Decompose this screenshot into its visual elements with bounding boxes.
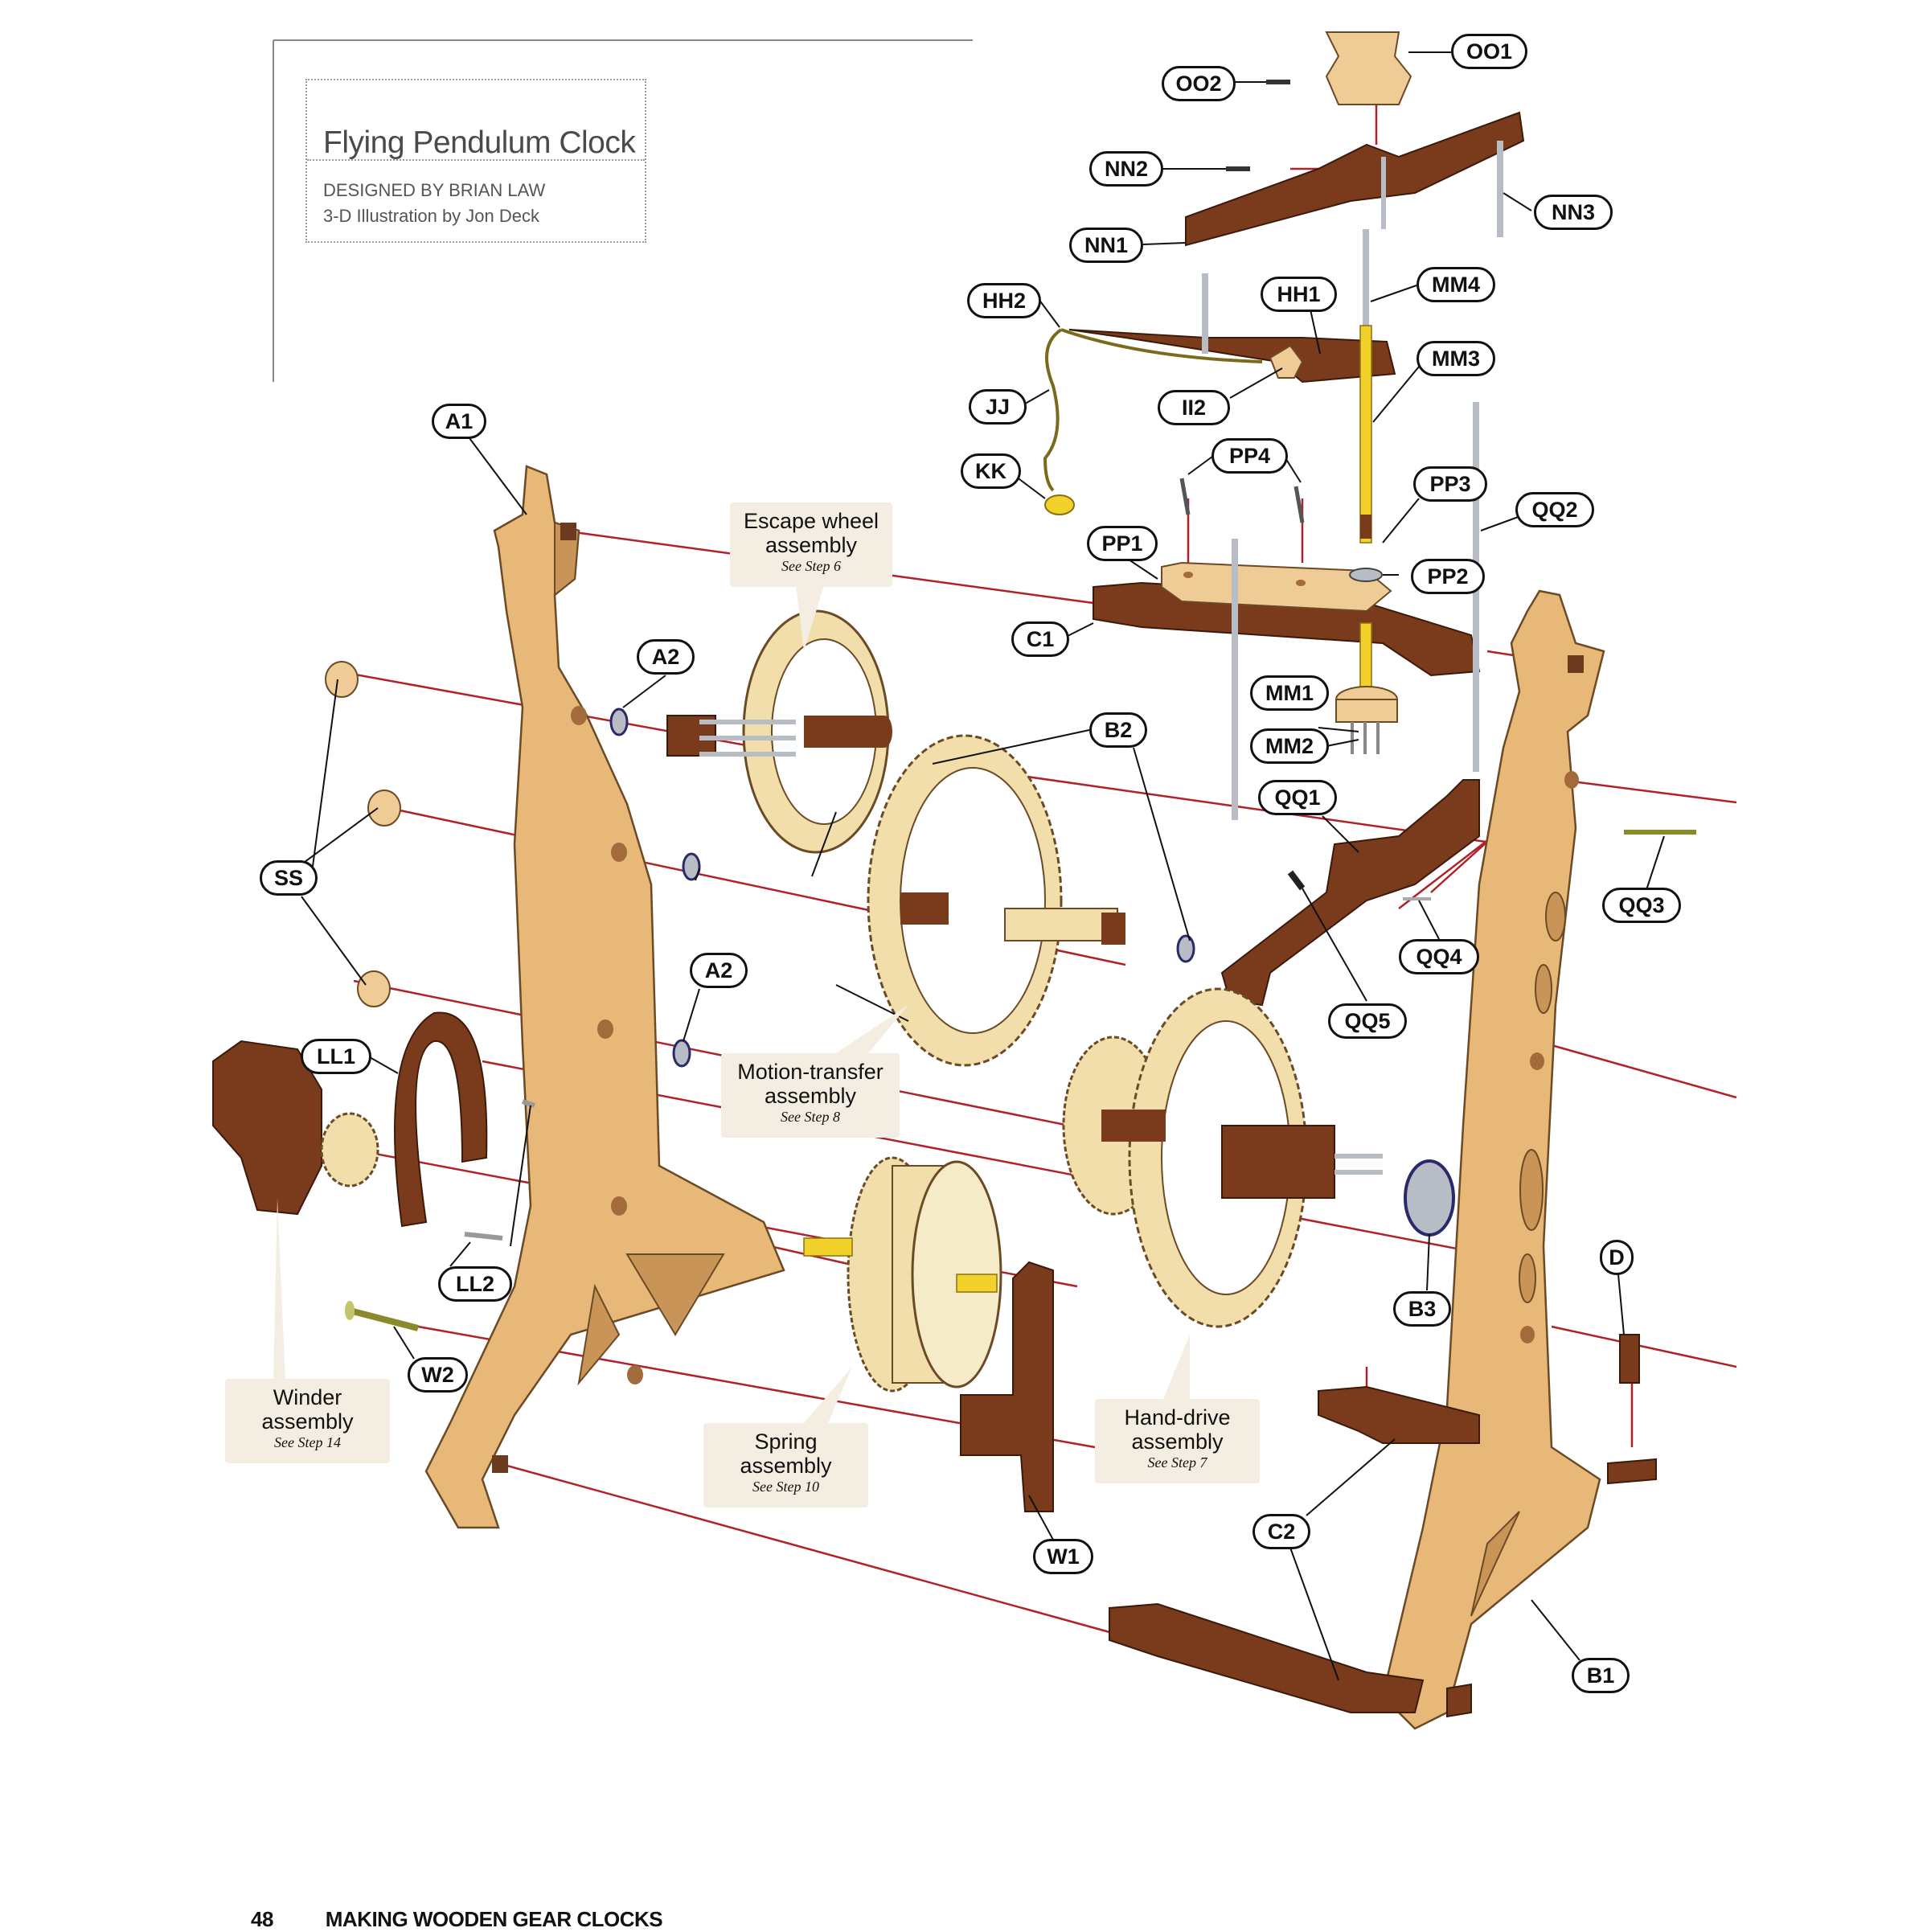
screw-w2 xyxy=(345,1301,420,1331)
callout-note: See Step 14 xyxy=(274,1434,341,1450)
callout-title-line1: Motion-transfer xyxy=(737,1060,884,1084)
title-corner-rule xyxy=(273,39,973,382)
part-label: LL1 xyxy=(301,1039,371,1074)
page-number: 48 xyxy=(251,1907,273,1931)
part-label: NN3 xyxy=(1534,195,1613,230)
finial-oo1 xyxy=(1226,31,1412,171)
callout-winder-assembly: Winder assembly See Step 14 xyxy=(225,1379,390,1463)
part-label: C1 xyxy=(1011,621,1069,657)
pendulum-arm-hh1 xyxy=(1068,229,1396,544)
part-label: OO2 xyxy=(1162,66,1236,101)
callout-title-line1: Winder xyxy=(273,1385,342,1409)
part-label: PP4 xyxy=(1211,438,1288,474)
book-title: MAKING WOODEN GEAR CLOCKS xyxy=(325,1907,663,1931)
feet-c2 xyxy=(1109,1385,1480,1718)
hand-drive-assembly xyxy=(1062,987,1455,1328)
part-label: QQ1 xyxy=(1258,780,1337,815)
side-frame-b1 xyxy=(1381,589,1605,1730)
callout-pointers xyxy=(273,585,1190,1423)
part-label: KK xyxy=(961,453,1021,489)
part-label: A2 xyxy=(690,953,748,988)
hook-ll1 xyxy=(394,1011,535,1241)
pendulum-wire-jj xyxy=(1043,328,1263,515)
click-w1 xyxy=(960,1261,1054,1512)
designer-credit: DESIGNED BY BRIAN LAW xyxy=(323,180,546,200)
part-label: W1 xyxy=(1033,1539,1093,1574)
part-label: B3 xyxy=(1393,1291,1451,1327)
part-label: PP3 xyxy=(1413,466,1487,502)
part-label: A2 xyxy=(637,639,695,675)
part-label: MM3 xyxy=(1416,341,1495,376)
part-label: JJ xyxy=(969,389,1027,425)
page-footer: 48 MAKING WOODEN GEAR CLOCKS xyxy=(251,1907,663,1932)
callout-title-line2: assembly xyxy=(765,533,858,557)
page-title: Flying Pendulum Clock xyxy=(323,125,636,160)
part-label: NN1 xyxy=(1069,228,1143,263)
motion-transfer-assembly xyxy=(672,734,1195,1068)
part-label: QQ5 xyxy=(1328,1003,1407,1039)
callout-note: See Step 6 xyxy=(781,558,841,574)
part-label: OO1 xyxy=(1451,34,1527,69)
part-label: MM1 xyxy=(1250,675,1329,711)
part-label: D xyxy=(1600,1240,1634,1275)
callout-spring-assembly: Spring assembly See Step 10 xyxy=(703,1423,868,1507)
part-label: PP1 xyxy=(1087,526,1158,561)
title-block: Flying Pendulum Clock DESIGNED BY BRIAN … xyxy=(305,79,646,243)
part-label: MM2 xyxy=(1250,728,1329,764)
illustrator-credit: 3-D Illustration by Jon Deck xyxy=(323,206,539,226)
callout-title-line2: assembly xyxy=(261,1409,354,1434)
spring-assembly xyxy=(803,1156,1002,1393)
part-label: HH1 xyxy=(1261,277,1337,312)
callout-title-line2: assembly xyxy=(1131,1430,1224,1454)
label-leader-lines xyxy=(301,51,1665,1681)
part-label: B2 xyxy=(1089,712,1147,748)
part-label: HH2 xyxy=(967,283,1041,318)
callout-title-line1: Spring xyxy=(754,1430,818,1454)
callout-title-line1: Escape wheel xyxy=(743,509,879,533)
part-label: PP2 xyxy=(1411,559,1485,594)
callout-title-line2: assembly xyxy=(740,1454,832,1478)
part-label: C2 xyxy=(1252,1514,1310,1549)
part-label: II2 xyxy=(1158,390,1230,425)
part-label: B1 xyxy=(1572,1658,1630,1693)
part-label: SS xyxy=(260,860,318,896)
winder-assembly xyxy=(212,1040,379,1216)
part-label: QQ2 xyxy=(1515,492,1594,527)
part-label: QQ3 xyxy=(1602,888,1681,923)
callout-note: See Step 10 xyxy=(752,1479,819,1495)
top-bracket-nn1 xyxy=(1185,111,1525,247)
callout-escape-wheel-assembly: Escape wheel assembly See Step 6 xyxy=(730,502,892,587)
callout-title-line1: Hand-drive xyxy=(1124,1405,1231,1430)
part-label: W2 xyxy=(408,1357,468,1393)
caps-ss xyxy=(325,661,401,1007)
part-label: NN2 xyxy=(1089,151,1163,187)
part-label: MM4 xyxy=(1416,267,1495,302)
part-label: A1 xyxy=(432,404,486,439)
callout-motion-transfer-assembly: Motion-transfer assembly See Step 8 xyxy=(721,1053,900,1138)
callout-hand-drive-assembly: Hand-drive assembly See Step 7 xyxy=(1095,1399,1260,1483)
callout-note: See Step 8 xyxy=(781,1109,840,1125)
title-divider xyxy=(307,159,645,161)
part-label: QQ4 xyxy=(1399,939,1479,974)
arbor-mm1 xyxy=(1335,622,1398,754)
callout-title-line2: assembly xyxy=(764,1084,857,1108)
side-frame-a1 xyxy=(424,465,785,1529)
callout-note: See Step 7 xyxy=(1147,1454,1207,1471)
pin-d xyxy=(1179,478,1657,1485)
part-label: LL2 xyxy=(438,1266,512,1302)
